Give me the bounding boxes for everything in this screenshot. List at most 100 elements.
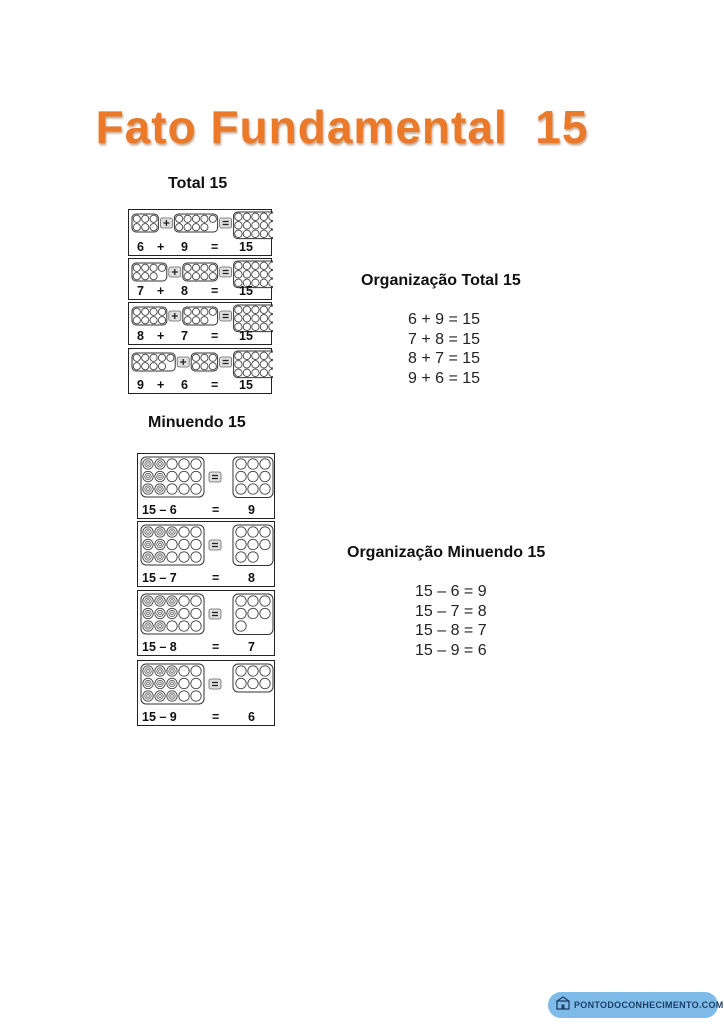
counter-dot	[191, 223, 201, 232]
counter-dot	[132, 316, 141, 325]
counter-dot	[268, 212, 273, 221]
equation-part: =	[212, 640, 220, 654]
counter-dot	[251, 212, 260, 221]
equation-part: 9	[248, 503, 255, 517]
counter-dot	[178, 690, 190, 702]
counter-dot	[191, 316, 201, 325]
counter-dot	[149, 362, 158, 371]
equation-part: 15 – 6	[142, 503, 177, 517]
page-title-text: Fato Fundamental 15	[95, 101, 589, 153]
counter-dot	[200, 223, 209, 232]
counter-dot	[154, 677, 166, 690]
removed-mark	[158, 462, 162, 466]
counter-dot	[178, 665, 190, 677]
equation-part: 7	[248, 640, 255, 654]
equation-part: 15 – 9	[142, 710, 177, 724]
counter-dot	[166, 551, 178, 563]
counter-dot	[247, 538, 259, 551]
removed-mark	[170, 669, 174, 673]
org-total-line: 8 + 7 = 15	[408, 350, 481, 367]
counter-dot	[166, 538, 178, 551]
counter-dot	[234, 351, 243, 360]
counter-dot	[191, 272, 201, 281]
counter-dot	[149, 272, 158, 281]
counter-dot	[234, 360, 243, 369]
counter-dot	[259, 305, 269, 314]
counter-dot	[242, 278, 252, 287]
counter-dot	[259, 677, 271, 690]
total-card: 7+8=15	[128, 258, 273, 300]
org-total-line: 6 + 9 = 15	[408, 311, 481, 328]
counter-dot	[200, 214, 209, 223]
counter-dot	[141, 307, 150, 316]
counter-dot	[251, 322, 260, 331]
minuendo-card: 15 – 9=6	[137, 660, 275, 726]
counter-dot	[178, 677, 190, 690]
counter-dot	[259, 322, 269, 331]
total-heading: Total 15	[168, 175, 228, 192]
equals-sign	[208, 678, 222, 690]
org-minuendo-line: 15 – 9 = 6	[415, 641, 487, 659]
equation-part: +	[157, 378, 165, 392]
counter-dot	[247, 665, 259, 677]
counter-dot	[251, 221, 260, 230]
addend-group	[182, 306, 219, 326]
equation-part: 8	[248, 571, 255, 585]
counter-dot	[149, 307, 158, 316]
counter-dot	[149, 353, 158, 362]
counter-dot	[247, 677, 259, 690]
org-total-line: 7 + 8 = 15	[408, 330, 481, 348]
counter-dot	[154, 458, 166, 470]
equation-part: =	[211, 284, 219, 298]
counter-dot	[235, 551, 247, 563]
removed-mark	[156, 667, 164, 675]
counter-dot	[154, 538, 166, 551]
counter-dot	[142, 595, 154, 607]
counter-dot	[141, 223, 150, 232]
counter-dot	[183, 263, 192, 272]
counter-dot	[247, 607, 259, 620]
equation-part: =	[212, 710, 220, 724]
counter-dot	[190, 665, 202, 677]
counter-dot	[235, 483, 247, 495]
counter-dot	[149, 214, 158, 223]
counter-dot	[259, 360, 269, 369]
addend-group	[173, 213, 219, 233]
counter-dot	[142, 690, 154, 702]
counter-dot	[200, 307, 209, 316]
counter-dot	[259, 212, 269, 221]
counter-dot	[142, 526, 154, 538]
counter-dot	[132, 307, 141, 316]
removed-mark	[144, 540, 152, 549]
counter-dot	[178, 595, 190, 607]
removed-mark	[170, 599, 174, 603]
equals-sign	[219, 217, 232, 229]
equation-part: 6	[181, 378, 188, 392]
counter-dot	[235, 607, 247, 620]
counter-dot	[154, 551, 166, 563]
counter-dot	[247, 458, 259, 470]
counter-dot	[235, 595, 247, 607]
counter-dot	[154, 690, 166, 702]
counter-dot	[157, 316, 167, 325]
counter-dot	[183, 223, 192, 232]
removed-mark	[144, 485, 152, 493]
equals-sign	[208, 608, 222, 620]
counter-dot	[251, 314, 260, 323]
counter-dot	[242, 368, 252, 377]
org-minuendo-line: 15 – 8 = 7	[415, 622, 487, 639]
counter-dot	[200, 263, 209, 272]
removed-mark	[144, 597, 152, 605]
counter-dot	[251, 278, 260, 287]
counter-dot	[190, 551, 202, 563]
counter-dot	[178, 483, 190, 495]
counter-dot	[242, 360, 252, 369]
removed-mark	[156, 553, 164, 561]
counter-dot	[178, 470, 190, 483]
removed-mark	[146, 542, 150, 547]
counter-dot	[268, 221, 273, 230]
counter-dot	[242, 229, 252, 238]
site-badge[interactable]: PONTODOCONHECIMENTO.COM	[548, 992, 723, 1018]
removed-mark	[146, 611, 150, 616]
counter-dot	[141, 214, 150, 223]
